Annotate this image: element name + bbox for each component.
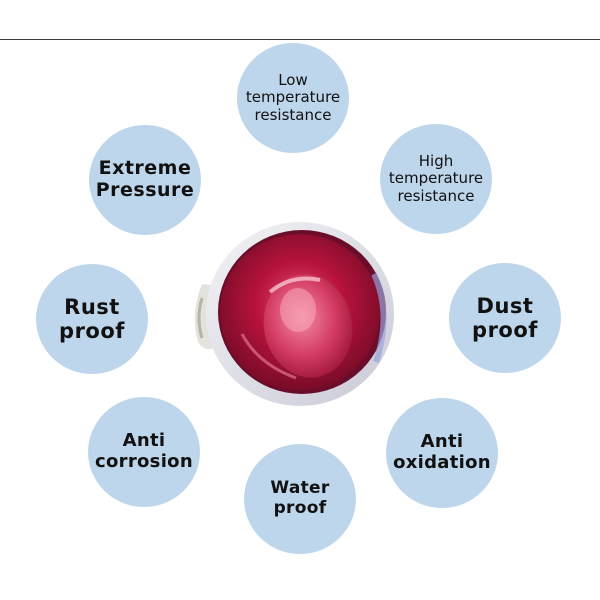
feature-label: Water proof <box>270 478 330 518</box>
feature-label: Anti oxidation <box>393 431 491 473</box>
feature-anti-corrosion: Anti corrosion <box>88 397 200 507</box>
feature-dust-proof: Dust proof <box>449 263 561 373</box>
feature-low-temperature-resistance: Low temperature resistance <box>237 43 349 153</box>
top-divider <box>0 39 600 40</box>
feature-anti-oxidation: Anti oxidation <box>386 398 498 508</box>
feature-label: Rust proof <box>59 294 125 343</box>
feature-extreme-pressure: Extreme Pressure <box>89 125 201 235</box>
feature-label: Extreme Pressure <box>95 157 195 201</box>
feature-label: Anti corrosion <box>95 430 193 472</box>
feature-rust-proof: Rust proof <box>36 264 148 374</box>
feature-water-proof: Water proof <box>244 444 356 554</box>
feature-label: Low temperature resistance <box>245 71 341 124</box>
feature-label: Dust proof <box>472 293 538 342</box>
grease-cup-image <box>194 222 394 406</box>
feature-high-temperature-resistance: High temperature resistance <box>380 124 492 234</box>
feature-label: High temperature resistance <box>388 152 484 205</box>
